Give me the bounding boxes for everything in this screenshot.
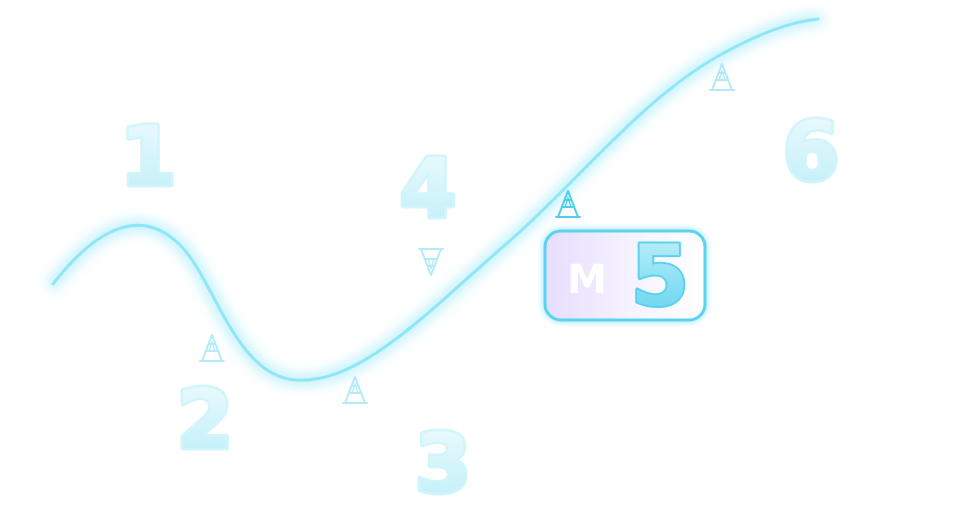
aerial-tower-icon: [342, 376, 368, 404]
progress-path: [47, 13, 824, 387]
active-step-badge[interactable]: M 5: [542, 225, 708, 327]
step-5-label: 5: [631, 227, 689, 325]
badge-background: [543, 229, 707, 322]
aerial-tower-icon: [709, 63, 735, 91]
path-line: [51, 17, 820, 382]
aerial-tower-icon: [418, 248, 444, 276]
step-2-label: 2: [176, 373, 233, 468]
aerial-tower-icon: [199, 334, 225, 362]
step-3-label: 3: [414, 417, 471, 512]
step-6-label: 6: [782, 105, 839, 200]
step-1-label: 1: [119, 110, 176, 205]
step-4-label: 4: [399, 142, 456, 237]
badge-prefix-label: M: [567, 257, 607, 303]
step-numbers: 1 2 3 4 6: [117, 103, 842, 515]
